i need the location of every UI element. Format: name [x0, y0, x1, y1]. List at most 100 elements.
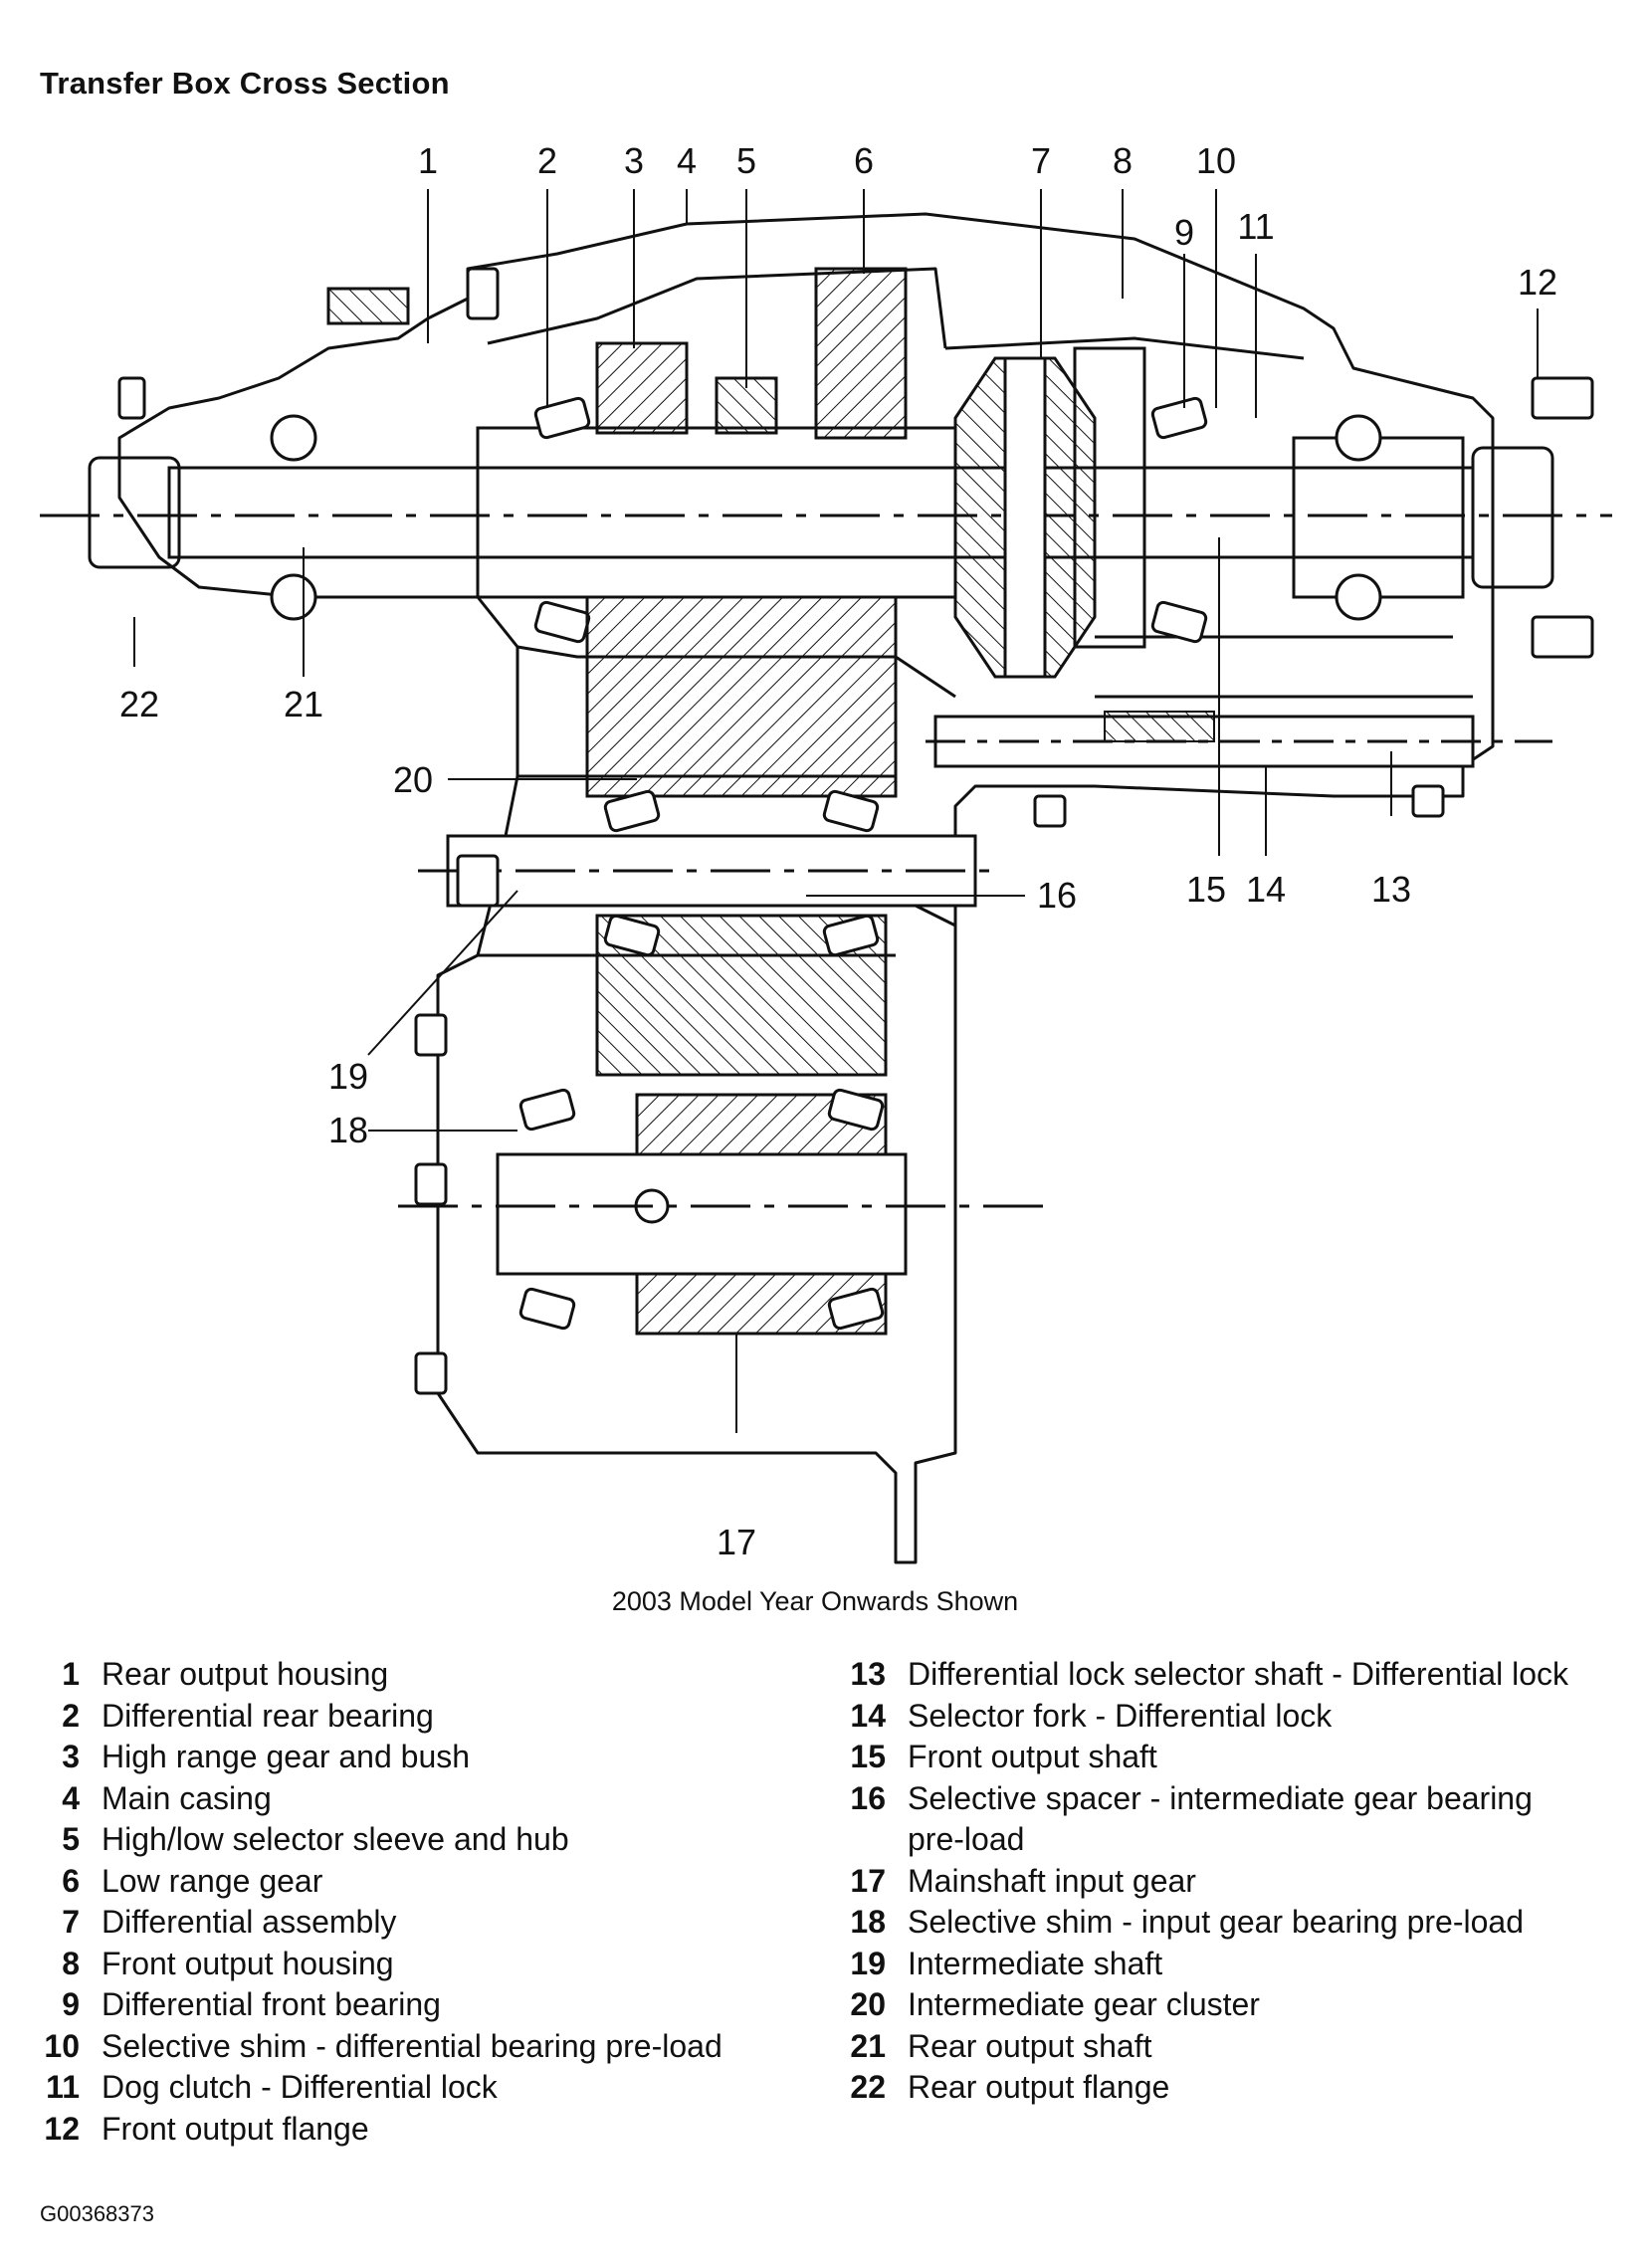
legend-label: Selective spacer - intermediate gear bea…	[908, 1779, 1533, 1816]
legend-number	[836, 1819, 886, 1861]
legend-label: Intermediate gear cluster	[908, 1986, 1260, 2022]
legend-item: 5 High/low selector sleeve and hub	[30, 1819, 796, 1861]
legend-item: 16 Selective spacer - intermediate gear b…	[836, 1778, 1622, 1820]
legend-label: Rear output housing	[102, 1656, 389, 1692]
callout-21: 21	[284, 684, 323, 724]
legend-item: 22 Rear output flange	[836, 2067, 1622, 2109]
legend-item: 19 Intermediate shaft	[836, 1944, 1622, 1985]
callout-14: 14	[1246, 869, 1286, 910]
legend-item: 6 Low range gear	[30, 1861, 796, 1903]
legend-label: Rear output flange	[908, 2069, 1170, 2105]
legend-label: Intermediate shaft	[908, 1945, 1163, 1981]
legend-item: 14 Selector fork - Differential lock	[836, 1696, 1622, 1738]
legend-item: 2 Differential rear bearing	[30, 1696, 796, 1738]
callout-5: 5	[736, 140, 756, 181]
legend-item: 11 Dog clutch - Differential lock	[30, 2067, 796, 2109]
legend-label: Dog clutch - Differential lock	[102, 2069, 498, 2105]
legend-item: 10 Selective shim - differential bearing …	[30, 2026, 796, 2068]
legend-number: 4	[62, 1779, 80, 1816]
callout-17: 17	[717, 1522, 756, 1562]
legend-label: Selective shim - differential bearing pr…	[102, 2027, 722, 2064]
callout-13: 13	[1371, 869, 1411, 910]
high-range-gear	[595, 341, 689, 435]
callout-18: 18	[328, 1110, 368, 1150]
callout-7: 7	[1031, 140, 1051, 181]
callout-12: 12	[1518, 262, 1557, 303]
legend-number: 17	[850, 1862, 886, 1899]
legend-number: 19	[850, 1945, 886, 1981]
legend-label: Selective shim - input gear bearing pre-…	[908, 1904, 1524, 1940]
callout-20: 20	[393, 759, 433, 800]
legend-label: Differential rear bearing	[102, 1697, 434, 1734]
legend-number: 2	[62, 1697, 80, 1734]
legend-number: 7	[62, 1904, 80, 1940]
legend-number: 5	[62, 1821, 80, 1857]
legend-item: 1 Rear output housing	[30, 1654, 796, 1696]
legend-left-column: 1 Rear output housing 2 Differential rear b…	[30, 1654, 796, 2150]
legend-label: Differential assembly	[102, 1904, 397, 1940]
legend-number: 3	[62, 1739, 80, 1774]
legend-item: 4 Main casing	[30, 1778, 796, 1820]
legend-item: 3 High range gear and bush	[30, 1737, 796, 1778]
legend-label: Front output housing	[102, 1945, 394, 1981]
legend-item: 9 Differential front bearing	[30, 1984, 796, 2026]
legend-label: Front output flange	[102, 2110, 369, 2147]
legend-number: 16	[850, 1779, 886, 1816]
callout-15: 15	[1186, 869, 1226, 910]
callout-22: 22	[119, 684, 159, 724]
legend-item: 17 Mainshaft input gear	[836, 1861, 1622, 1903]
legend-number: 6	[62, 1862, 80, 1899]
legend-number: 21	[850, 2027, 886, 2064]
legend-number: 13	[850, 1656, 886, 1692]
callout-8: 8	[1113, 140, 1133, 181]
legend-number: 18	[850, 1904, 886, 1940]
legend-item: pre-load	[836, 1819, 1622, 1861]
legend-number: 8	[62, 1945, 80, 1981]
callout-4: 4	[677, 140, 697, 181]
legend-number: 11	[46, 2069, 80, 2105]
callout-1: 1	[418, 140, 438, 181]
figure-code: G00368373	[40, 2201, 154, 2226]
callout-11: 11	[1237, 206, 1274, 247]
low-range-gear	[814, 267, 908, 440]
differential-assembly	[953, 346, 1146, 679]
legend-number: 9	[62, 1986, 80, 2022]
callout-9: 9	[1174, 212, 1194, 253]
legend-label: Selector fork - Differential lock	[908, 1697, 1333, 1734]
legend-item: 13 Differential lock selector shaft - Dif…	[836, 1654, 1622, 1696]
legend-label: Low range gear	[102, 1862, 323, 1899]
callout-2: 2	[537, 140, 557, 181]
legend-item: 12 Front output flange	[30, 2109, 796, 2151]
legend-number: 15	[850, 1739, 886, 1774]
legend-item: 18 Selective shim - input gear bearing pr…	[836, 1902, 1622, 1944]
legend-label: Main casing	[102, 1779, 272, 1816]
intermediate-gear-cluster	[585, 595, 898, 798]
legend-number: 10	[44, 2027, 80, 2064]
legend-label: Differential front bearing	[102, 1986, 441, 2022]
callout-3: 3	[624, 140, 644, 181]
legend-item: 8 Front output housing	[30, 1944, 796, 1985]
legend-label: High range gear and bush	[102, 1739, 471, 1774]
legend-label: Mainshaft input gear	[908, 1862, 1196, 1899]
legend-label: Differential lock selector shaft - Diffe…	[908, 1656, 1568, 1692]
callout-19: 19	[328, 1056, 368, 1097]
transfer-box-cross-section-drawing: 1 2 3 4 5 6 7 8 9 10 11 12 13 14 15 16 1…	[40, 140, 1612, 1564]
legend-right-column: 13 Differential lock selector shaft - Dif…	[836, 1654, 1622, 2109]
legend-number: 20	[850, 1986, 886, 2022]
legend-number: 22	[850, 2069, 886, 2105]
legend-item: 21 Rear output shaft	[836, 2026, 1622, 2068]
legend-label: High/low selector sleeve and hub	[102, 1821, 569, 1857]
callout-10: 10	[1196, 140, 1236, 181]
diagram-title: Transfer Box Cross Section	[40, 66, 450, 101]
legend-number: 14	[850, 1697, 886, 1734]
legend-label: Rear output shaft	[908, 2027, 1152, 2064]
legend-number: 1	[62, 1656, 80, 1692]
diagram-caption: 2003 Model Year Onwards Shown	[611, 1586, 1019, 1616]
callout-16: 16	[1037, 875, 1077, 916]
legend-item: 7 Differential assembly	[30, 1902, 796, 1944]
callout-6: 6	[854, 140, 874, 181]
legend-number: 12	[44, 2110, 80, 2147]
main-casing-outline	[117, 212, 1495, 1564]
legend-item: 20 Intermediate gear cluster	[836, 1984, 1622, 2026]
